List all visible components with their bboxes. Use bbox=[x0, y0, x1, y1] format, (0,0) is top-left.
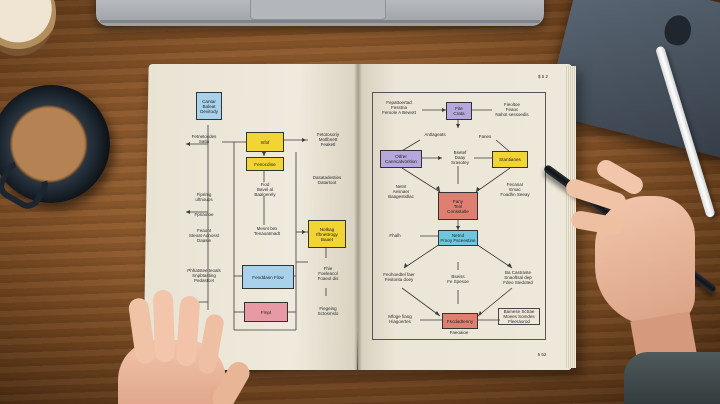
left-note-3: Fiod Bavel al Baaloerely bbox=[254, 182, 276, 197]
left-note-1: Fetnetocdes Satla bbox=[191, 134, 217, 144]
right-note-9: Feohoedtel faer Festonta doey bbox=[383, 272, 415, 282]
laptop bbox=[96, 0, 544, 26]
right-page-frame bbox=[372, 92, 546, 340]
right-note-11: Ba Castraste Snaoftsal dep Fdeo Stedoted bbox=[503, 270, 533, 285]
right-note-10: Bseiss Fe Spesoe bbox=[447, 274, 469, 284]
right-note-8: Fecanar Emac Foadhn Seeay bbox=[500, 182, 530, 197]
left-box-cantar: Cantar Baleat Devitody bbox=[196, 92, 222, 120]
right-note-3: Antlageats bbox=[424, 132, 446, 137]
left-note-2: Fetotosoriy Motlbnett Feaketl bbox=[316, 132, 340, 147]
right-note-5: Bsetef Daay Srasotey bbox=[451, 150, 469, 165]
right-note-12: Mfoge fiang Hiagoertes bbox=[388, 314, 412, 324]
left-note-10: Phhatstee teoals Snpbtasting Pedastcet bbox=[187, 268, 221, 283]
right-box-fany: Fany Tenl Consstatle bbox=[438, 192, 478, 220]
left-box-notkag: Notkag Ifhnettrogy Baaet bbox=[308, 220, 346, 248]
right-note-1: Fepattoertad Fesstna Femole A Bewott bbox=[382, 100, 416, 115]
left-box-infof: Infof bbox=[246, 132, 284, 152]
right-note-4: Fanes bbox=[478, 134, 492, 139]
right-box-otfrer: Otfrer Canncatvorition bbox=[380, 150, 422, 168]
right-box-netnd: Netnd Frnoy Fsceestine bbox=[438, 230, 478, 246]
trackpad bbox=[250, 0, 386, 20]
right-note-6: Netnt Aesnaer Baagestidlac bbox=[388, 184, 414, 199]
right-box-fite-crata: Fite Crata bbox=[446, 102, 472, 120]
right-note-7: Fhalh bbox=[389, 233, 401, 238]
left-note-11: Fiegeing Sctosmslo bbox=[317, 306, 339, 316]
notebook-spine bbox=[354, 64, 362, 370]
coffee-mug bbox=[0, 85, 110, 203]
left-note-7: Feaont Steoat Adnosst Daasie bbox=[188, 228, 220, 243]
right-box-fscdadtenny: Fscdadtenny bbox=[442, 313, 478, 329]
sleeve bbox=[624, 352, 720, 404]
right-note-2: Fieoltoe Feaoc Nahot sessoedis bbox=[495, 102, 529, 117]
laptop-edge bbox=[100, 20, 540, 23]
left-note-8: Mesnt bex Tenaoatmadt bbox=[253, 226, 281, 236]
left-box-fmpt: Fmpt bbox=[244, 302, 288, 322]
left-box-fenddasn-flow: Fenddasn Flow bbox=[242, 265, 294, 289]
left-note-9: Fhie Foeleacol Foaeol dis bbox=[317, 266, 339, 281]
right-hand bbox=[563, 156, 720, 381]
right-page-number: $ 5 2 bbox=[537, 74, 548, 79]
right-box-stantianes: Stantianes bbox=[492, 151, 528, 168]
left-box-fenocdine: Fenocdine bbox=[246, 157, 284, 171]
right-note-13: Bamese Sctrae Moees Somdes Fleeraorod bbox=[498, 308, 540, 325]
right-page-footer: 5 52 bbox=[537, 352, 547, 357]
left-note-5: Fiprinig uftnoups bbox=[195, 192, 213, 202]
left-hand bbox=[118, 289, 258, 404]
right-note-14: Faeoaioe bbox=[449, 330, 469, 335]
left-note-4: Dasatadesties Datartoot bbox=[312, 175, 342, 185]
left-note-6: Fpnaotoe bbox=[194, 212, 214, 217]
